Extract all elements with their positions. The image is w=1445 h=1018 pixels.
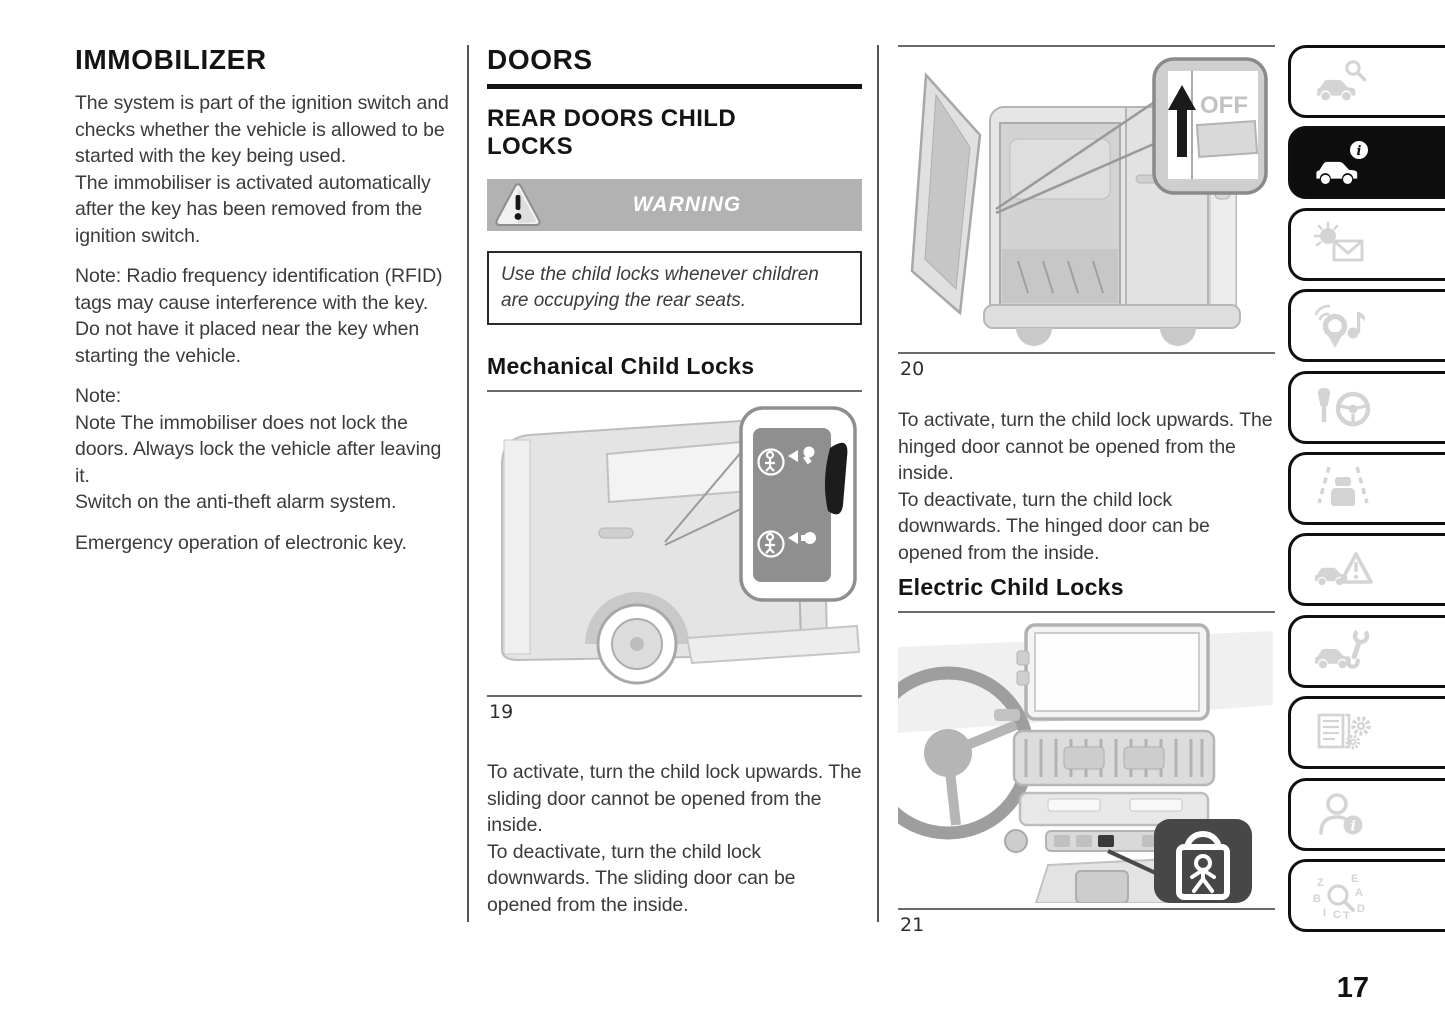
column-divider — [877, 45, 879, 922]
warning-lights-messages-icon — [1313, 221, 1364, 261]
svg-text:i: i — [1351, 818, 1356, 834]
doors-section: DOORS REAR DOORS CHILD LOCKS WARNING Use… — [487, 40, 862, 918]
figure-21 — [861, 611, 1275, 910]
tab-emergency[interactable] — [1288, 533, 1445, 606]
doors-title: DOORS — [487, 44, 862, 89]
rear-doors-child-locks-title: REAR DOORS CHILD LOCKS — [487, 105, 737, 160]
sliding-door-instructions: To activate, turn the child lock upwards… — [487, 761, 862, 916]
figure-20-van-open-door-illustration: OFF — [910, 57, 1268, 346]
immobilizer-note-rfid: Note: Radio frequency identification (RF… — [75, 265, 443, 367]
svg-text:B: B — [1313, 893, 1321, 905]
figure-19 — [487, 390, 862, 697]
svg-text:D: D — [1357, 903, 1365, 915]
tab-driver-assistance[interactable] — [1288, 452, 1445, 525]
column-divider — [467, 45, 469, 922]
servicing-icon — [1315, 627, 1370, 669]
warning-note: Use the child locks whenever children ar… — [487, 251, 862, 325]
immobilizer-emergency: Emergency operation of electronic key. — [75, 531, 407, 554]
technical-data-icon — [1317, 713, 1375, 749]
figure-19-van-rear-illustration — [501, 406, 861, 685]
immobilizer-note-lock: Note: Note The immobiliser does not lock… — [75, 385, 442, 513]
svg-text:i: i — [1357, 144, 1362, 159]
warning-banner: WARNING — [487, 179, 862, 231]
immobilizer-title: IMMOBILIZER — [75, 44, 267, 75]
warning-label: WARNING — [632, 193, 742, 216]
svg-text:A: A — [1355, 887, 1363, 899]
page-number: 17 — [1336, 972, 1369, 1004]
hinged-door-instructions: To activate, turn the child lock upwards… — [898, 409, 1273, 564]
starting-driving-icon — [1317, 387, 1371, 426]
tab-warning-lights-messages[interactable] — [1288, 208, 1445, 281]
tab-owner-information[interactable]: i — [1288, 778, 1445, 851]
svg-text:E: E — [1351, 873, 1358, 885]
immobilizer-body: The system is part of the ignition switc… — [75, 92, 449, 247]
off-switch-label: OFF — [1200, 92, 1248, 119]
tab-getting-to-know-vehicle[interactable]: i — [1288, 126, 1445, 199]
driver-assistance-icon — [1317, 466, 1369, 506]
doors-section-continued: OFF 20 To activate, turn the child lock … — [861, 40, 1275, 936]
mechanical-child-locks-title: Mechanical Child Locks — [487, 353, 755, 379]
tab-technical-data[interactable] — [1288, 696, 1445, 769]
figure-21-dashboard-illustration — [861, 623, 1273, 904]
tab-servicing[interactable] — [1288, 615, 1445, 688]
immobilizer-section: IMMOBILIZER The system is part of the ig… — [75, 40, 453, 570]
tab-vehicle-search[interactable] — [1288, 45, 1445, 118]
electric-child-locks-title: Electric Child Locks — [898, 574, 1124, 600]
media-navigation-icon — [1314, 304, 1365, 348]
svg-text:C: C — [1333, 909, 1341, 920]
tab-starting-driving[interactable] — [1288, 371, 1445, 444]
owner-info-icon: i — [1319, 792, 1363, 835]
svg-text:Z: Z — [1317, 877, 1324, 889]
figure-20: OFF — [898, 45, 1275, 354]
svg-text:T: T — [1343, 910, 1350, 920]
warning-triangle-icon — [495, 183, 541, 226]
car-info-icon: i — [1316, 140, 1368, 184]
figure-21-caption: 21 — [900, 914, 925, 936]
tab-media-navigation[interactable] — [1288, 289, 1445, 362]
emergency-icon — [1314, 551, 1373, 585]
figure-19-caption: 19 — [489, 701, 514, 723]
figure-20-caption: 20 — [900, 358, 925, 380]
car-search-icon — [1317, 59, 1367, 100]
svg-text:I: I — [1323, 907, 1326, 919]
